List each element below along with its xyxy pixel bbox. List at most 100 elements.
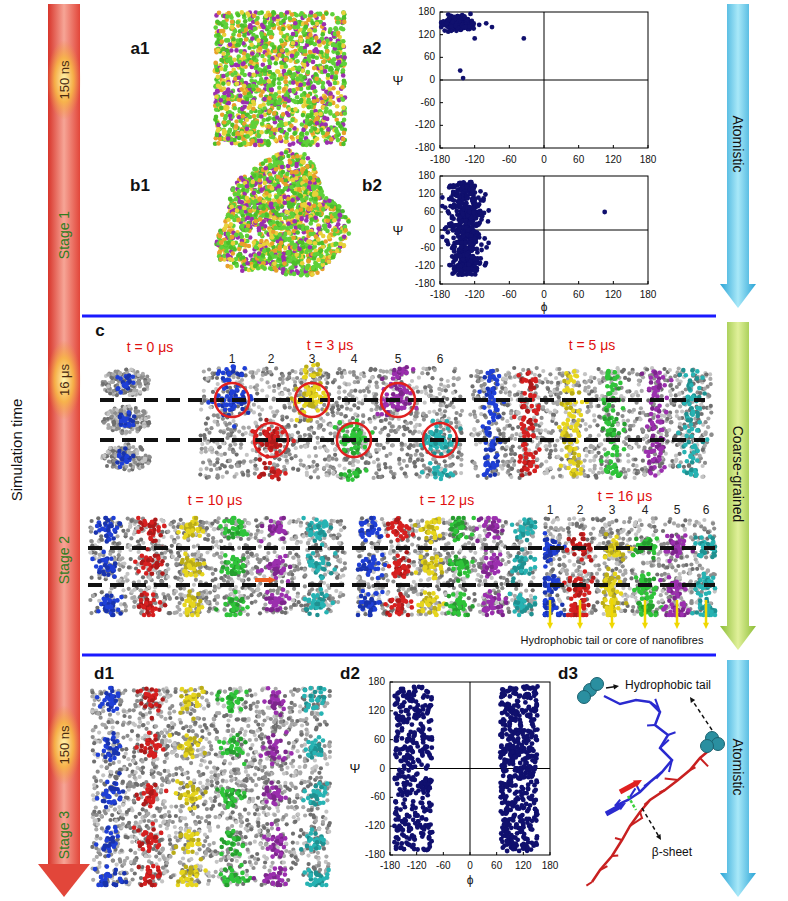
bead: [229, 15, 234, 20]
bead: [226, 87, 231, 92]
bead: [282, 103, 287, 108]
bead: [320, 32, 325, 37]
bead: [228, 42, 233, 47]
bead: [268, 70, 273, 75]
bead: [324, 106, 329, 111]
bead: [328, 111, 333, 116]
bead: [341, 142, 346, 147]
bead: [279, 76, 284, 81]
bead: [284, 135, 289, 140]
bead: [315, 116, 320, 121]
bead: [287, 70, 292, 75]
bead: [309, 129, 314, 134]
bead: [230, 19, 235, 24]
bead: [291, 88, 296, 93]
bead: [253, 143, 258, 148]
bead: [245, 134, 250, 139]
bead: [284, 48, 289, 53]
bead: [322, 40, 327, 45]
bead: [331, 86, 336, 91]
bead: [323, 95, 328, 100]
timeline-arrow: [38, 864, 90, 897]
bead: [259, 139, 264, 144]
bead: [290, 74, 295, 79]
bead: [249, 60, 254, 65]
bead: [263, 68, 268, 73]
bead: [319, 127, 324, 132]
bead: [227, 120, 232, 125]
bead: [331, 61, 336, 66]
bead: [335, 104, 340, 109]
bead: [226, 81, 231, 86]
bead: [251, 99, 256, 104]
bead: [299, 273, 304, 278]
bead: [319, 50, 324, 55]
bead: [259, 130, 264, 135]
bead: [266, 139, 271, 144]
bead: [306, 70, 311, 75]
bead: [333, 26, 338, 31]
bead: [251, 73, 256, 78]
bead: [315, 121, 320, 126]
bead: [245, 97, 250, 102]
bead: [279, 129, 284, 134]
bead: [315, 143, 320, 148]
bead: [306, 81, 311, 86]
bead: [329, 66, 334, 71]
bead: [321, 85, 326, 90]
bead: [238, 119, 243, 124]
bead: [271, 135, 276, 140]
bead: [284, 122, 289, 127]
bead: [213, 61, 218, 66]
bead: [315, 137, 320, 142]
molecule-cluster: [214, 148, 351, 278]
bead: [267, 109, 272, 114]
bead: [279, 61, 284, 66]
bead: [306, 139, 311, 144]
bead: [335, 130, 340, 135]
bead: [301, 128, 306, 133]
bead: [312, 66, 317, 71]
bead: [308, 41, 313, 46]
bead: [269, 35, 274, 40]
bead: [291, 41, 296, 46]
bead: [278, 136, 283, 141]
bead: [324, 65, 329, 70]
bead: [216, 141, 221, 146]
bead: [214, 107, 219, 112]
bead: [309, 112, 314, 117]
bead: [328, 102, 333, 107]
bead: [333, 76, 338, 81]
bead: [258, 46, 263, 51]
bead: [302, 58, 307, 63]
bead: [260, 89, 265, 94]
bead: [286, 98, 291, 103]
bead: [293, 100, 298, 105]
bead: [235, 81, 240, 86]
bead: [250, 51, 255, 56]
bead: [253, 27, 258, 32]
bead: [320, 100, 325, 105]
bead: [228, 128, 233, 133]
bead: [339, 26, 344, 31]
bead: [305, 131, 310, 136]
bead: [222, 86, 227, 91]
bead: [287, 26, 292, 31]
bead: [277, 81, 282, 86]
bead: [333, 81, 338, 86]
stage-glow: [47, 705, 81, 785]
bead: [313, 28, 318, 33]
bead: [290, 135, 295, 140]
bead: [238, 143, 243, 148]
bead: [244, 27, 249, 32]
bead: [216, 84, 221, 89]
bead: [252, 55, 257, 60]
bead: [247, 72, 252, 77]
bead: [267, 124, 272, 129]
bead: [225, 14, 230, 19]
bead: [231, 37, 236, 42]
bead: [271, 10, 276, 15]
bead: [241, 114, 246, 119]
bead: [315, 22, 320, 27]
bead: [342, 117, 347, 122]
